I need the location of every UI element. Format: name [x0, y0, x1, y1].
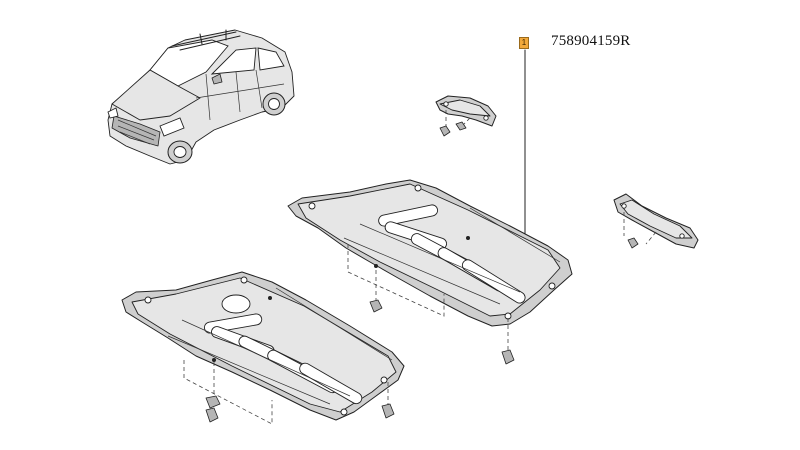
skid-plate-large	[287, 179, 573, 365]
callout-badge[interactable]: 1	[519, 37, 529, 49]
part-reference-label: 758904159R	[551, 33, 631, 49]
skid-plate-front	[121, 271, 405, 425]
upper-bracket	[435, 95, 497, 137]
right-bracket	[613, 193, 699, 249]
vehicle-illustration	[107, 29, 295, 165]
